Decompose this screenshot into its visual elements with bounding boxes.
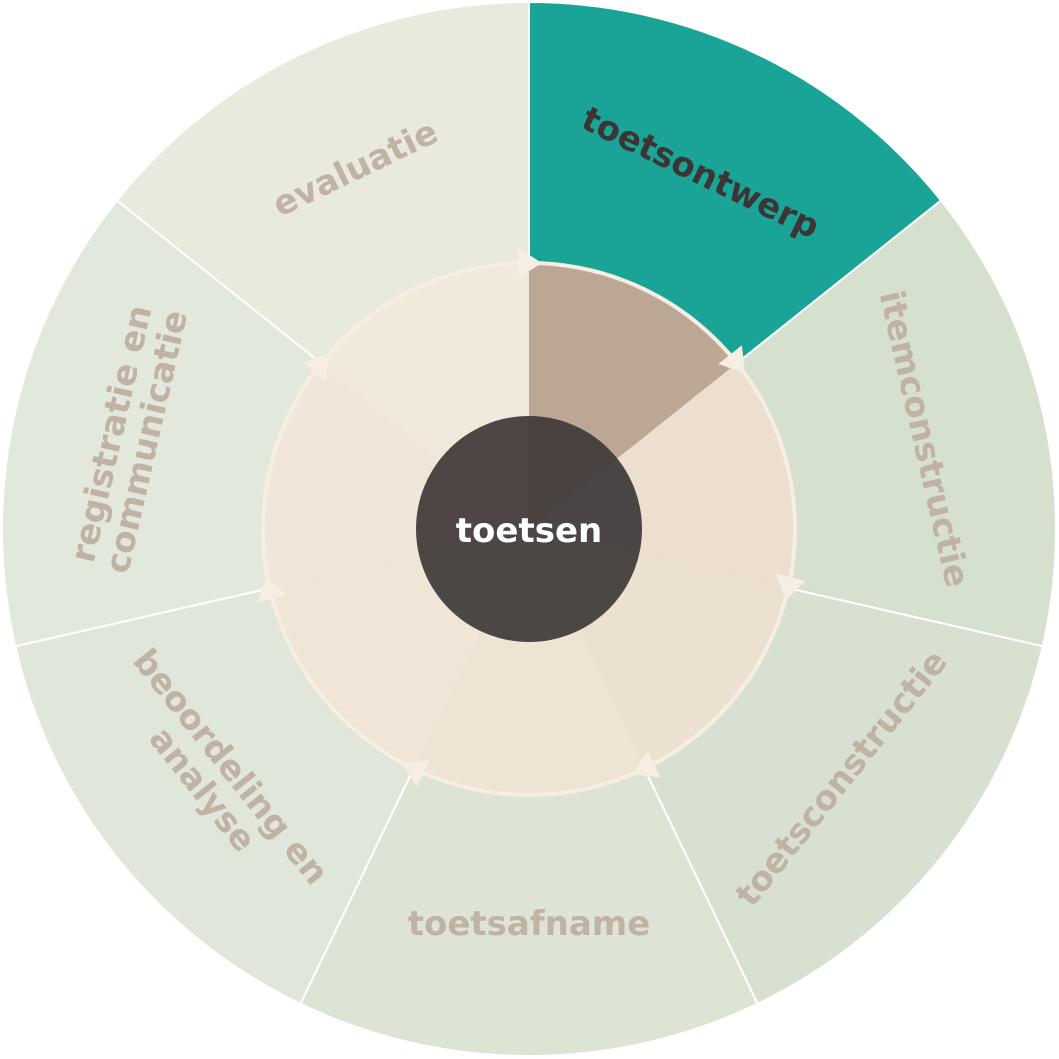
cycle-arrow — [518, 248, 542, 278]
cycle-arrow — [632, 750, 661, 778]
cycle-arrow — [776, 574, 806, 601]
center-disc — [416, 416, 642, 642]
cycle-arrow — [257, 575, 287, 603]
cycle-arrow — [718, 345, 746, 374]
inner-segment-toetsafname — [413, 529, 645, 796]
segment-label-toetsafname: toetsafname — [408, 904, 651, 944]
cycle-arrows — [257, 248, 806, 787]
cycle-arrow — [401, 759, 431, 787]
cycle-arrow — [302, 352, 330, 382]
center-label: toetsen — [456, 511, 602, 551]
